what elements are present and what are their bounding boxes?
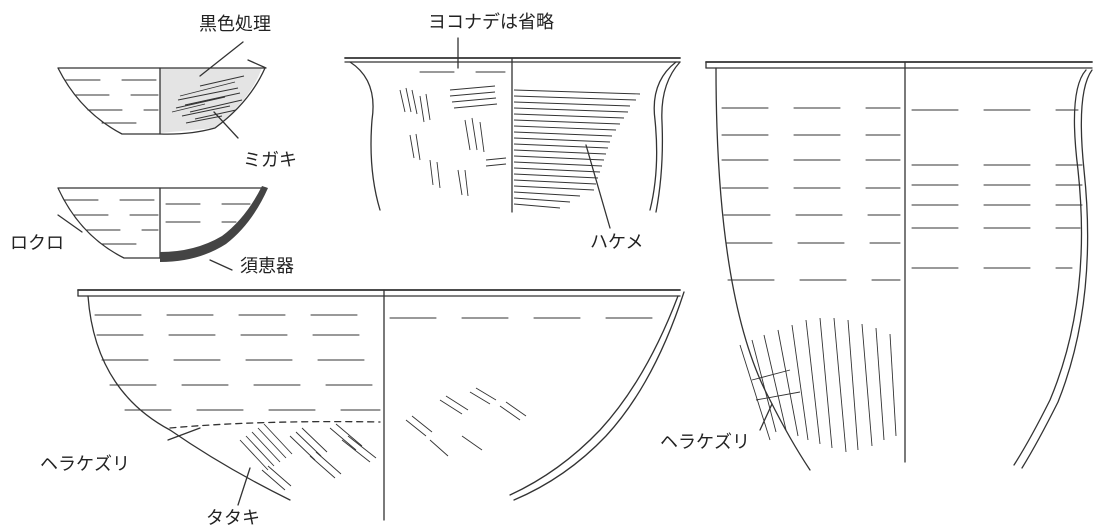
label-tataki: タタキ xyxy=(206,508,260,529)
sueki-section xyxy=(160,186,268,262)
vessel-rokuro-bowl xyxy=(57,186,268,262)
herakezuri-strokes xyxy=(739,317,897,453)
vessel-large-bowl xyxy=(77,289,685,521)
vessel-jar-hakeme xyxy=(344,57,681,213)
migaki-strokes xyxy=(171,75,245,124)
leader-lines xyxy=(57,37,773,506)
label-rokuro: ロクロ xyxy=(10,233,64,254)
label-herakezuri-right: ヘラケズリ xyxy=(660,432,750,453)
vessel-tall-jar xyxy=(705,61,1093,471)
label-sueki: 須恵器 xyxy=(240,256,294,277)
vessel-blackened-bowl xyxy=(57,59,267,135)
hakeme-strokes xyxy=(513,89,641,209)
tataki-strokes xyxy=(239,387,527,491)
label-hakeme: ハケメ xyxy=(590,232,643,253)
jar-scatter-strokes xyxy=(399,85,507,197)
label-herakezuri-left: ヘラケズリ xyxy=(40,454,130,475)
label-blackening: 黒色処理 xyxy=(199,14,271,35)
label-yokonade-omitted: ヨコナデは省略 xyxy=(428,12,554,33)
label-migaki: ミガキ xyxy=(243,150,297,171)
